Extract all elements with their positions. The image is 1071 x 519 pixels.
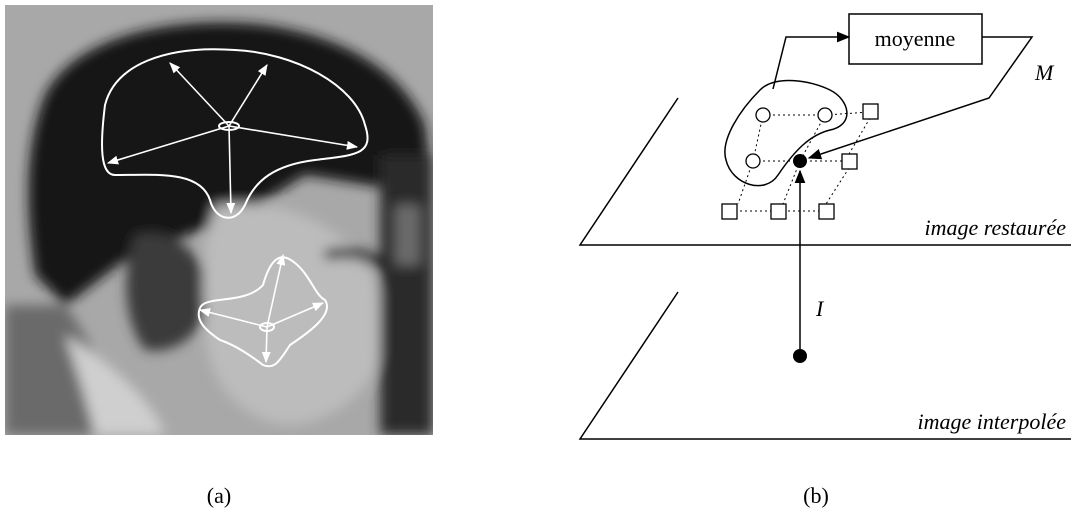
photo-background: [5, 5, 433, 435]
interpolated-pixel: [793, 349, 807, 363]
caption-a: (a): [179, 483, 259, 509]
mean-box-label: moyenne: [875, 26, 956, 51]
label-M: M: [1034, 60, 1055, 85]
neighbor-square: [863, 104, 878, 119]
upper-plane-label: image restaurée: [924, 215, 1066, 240]
restoration-diagram: moyenne M I image restaurée image interp…: [560, 0, 1071, 460]
neighbor-square: [722, 204, 737, 219]
neighbor-circle: [756, 108, 770, 122]
neighbor-square: [819, 204, 834, 219]
lower-plane-label: image interpolée: [918, 409, 1067, 434]
neighbor-square: [842, 154, 857, 169]
target-pixel: [793, 154, 807, 168]
neighbor-square: [771, 204, 786, 219]
neighbor-circle: [818, 108, 832, 122]
neighbor-circle: [746, 154, 760, 168]
label-I: I: [815, 296, 825, 321]
selection-lasso: [725, 81, 847, 186]
caption-b: (b): [776, 483, 856, 509]
face-photo: [5, 5, 433, 435]
